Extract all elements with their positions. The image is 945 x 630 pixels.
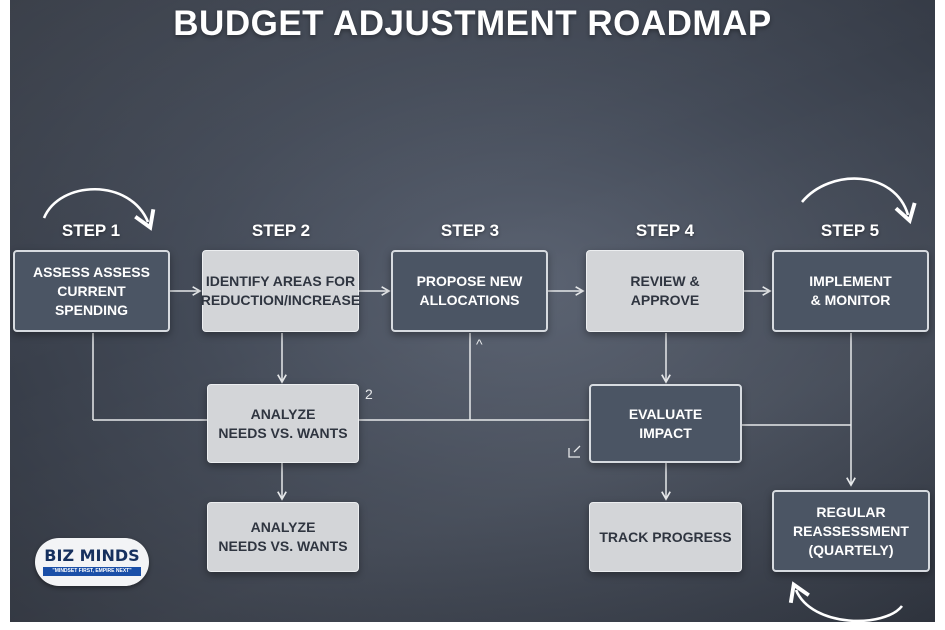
step-4-label: STEP 4	[635, 221, 695, 240]
step-2-label: STEP 2	[251, 221, 311, 240]
track-progress-box: TRACK PROGRESS	[589, 502, 742, 572]
analyze-needs-box-2: ANALYZE NEEDS VS. WANTS	[207, 502, 359, 572]
bizminds-logo: BIZ MINDS "MINDSET FIRST, EMPIRE NEXT"	[35, 538, 149, 586]
bottom-border	[0, 622, 945, 630]
return-icon	[568, 445, 581, 458]
curved-arrow-step1	[42, 188, 156, 231]
curved-arrow-reassess	[788, 581, 904, 623]
caret-marker: ^	[476, 336, 483, 352]
left-border	[0, 0, 10, 630]
step-5-box: IMPLEMENT & MONITOR	[772, 250, 929, 332]
step-3-box: PROPOSE NEW ALLOCATIONS	[391, 250, 548, 332]
step-5-label: STEP 5	[820, 221, 880, 240]
step-3-label: STEP 3	[440, 221, 500, 240]
step-1-label: STEP 1	[61, 221, 121, 240]
step-1-box: ASSESS ASSESS CURRENT SPENDING	[13, 250, 170, 332]
number-marker: 2	[365, 386, 373, 402]
regular-reassessment-box: REGULAR REASSESSMENT (QUARTELY)	[772, 490, 930, 572]
right-border	[935, 0, 945, 630]
logo-tagline: "MINDSET FIRST, EMPIRE NEXT"	[43, 567, 141, 576]
step-2-box: IDENTIFY AREAS FOR REDUCTION/INCREASE	[201, 250, 360, 332]
logo-wordmark: BIZ MINDS	[44, 546, 140, 565]
analyze-needs-box: ANALYZE NEEDS VS. WANTS	[207, 384, 359, 463]
curved-arrow-step5	[800, 177, 917, 225]
step-4-box: REVIEW & APPROVE	[586, 250, 744, 332]
page-title: BUDGET ADJUSTMENT ROADMAP	[173, 4, 772, 43]
evaluate-impact-box: EVALUATE IMPACT	[589, 384, 742, 463]
